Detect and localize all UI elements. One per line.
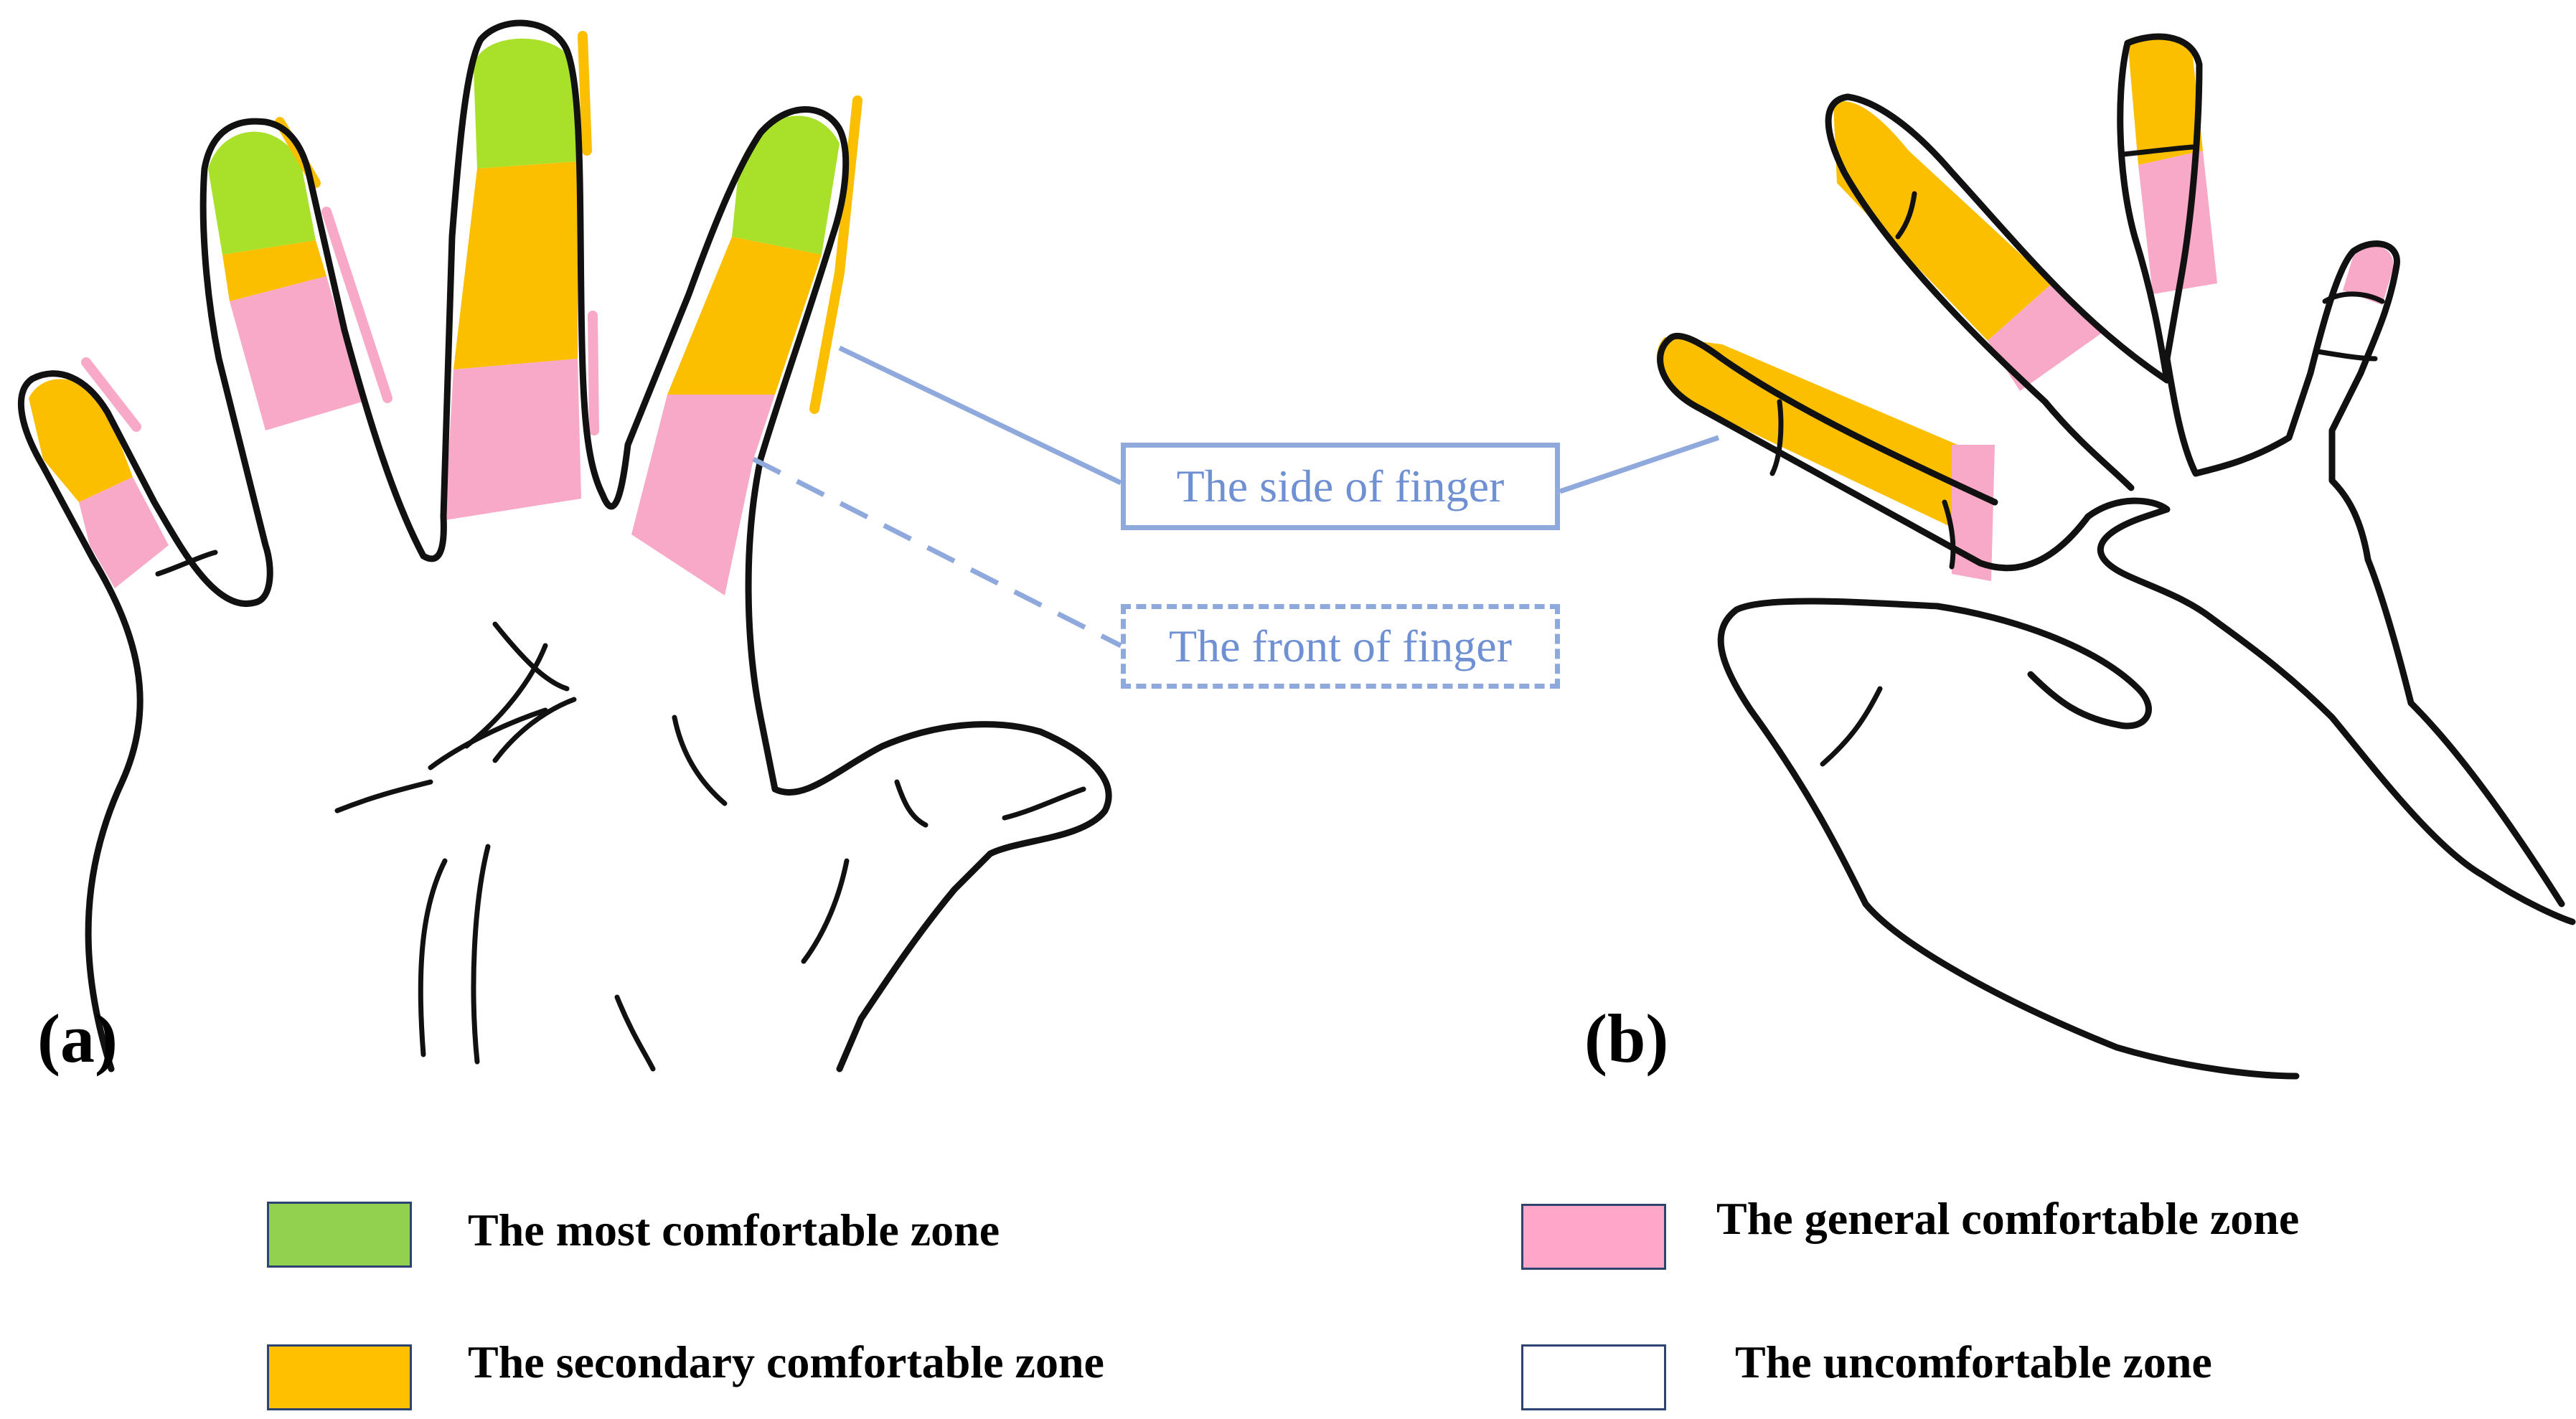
hand-b-outline bbox=[1657, 33, 2576, 1080]
palm-crease bbox=[894, 779, 929, 828]
knuckle-line bbox=[1942, 499, 1956, 570]
callout-side-of-finger: The side of finger bbox=[1121, 443, 1560, 530]
palm-crease bbox=[614, 994, 656, 1072]
zone-secondary bbox=[667, 237, 822, 395]
palm-crease bbox=[672, 715, 728, 806]
hand-b-index-zones bbox=[1656, 337, 1995, 581]
legend-label-secondary: The secondary comfortable zone bbox=[468, 1336, 1104, 1387]
knuckle-line bbox=[1820, 686, 1883, 767]
hand-a-outline bbox=[17, 19, 1112, 1072]
hand-b-middle-zones bbox=[1833, 101, 2106, 391]
zone-secondary bbox=[2128, 34, 2203, 165]
legend-swatch-secondary bbox=[267, 1344, 412, 1410]
knuckle-line bbox=[1769, 399, 1784, 476]
palm-crease bbox=[471, 844, 491, 1065]
zone-general bbox=[2343, 246, 2394, 305]
palm-crease bbox=[464, 643, 548, 749]
connector-side-a bbox=[838, 345, 1122, 486]
zone-general bbox=[79, 477, 169, 588]
panel-label-b: (b) bbox=[1584, 1000, 1669, 1077]
zone-general bbox=[2138, 151, 2217, 294]
side-mark-middle-secondary bbox=[578, 31, 592, 156]
hand-a bbox=[17, 19, 1112, 1072]
zone-general bbox=[1952, 445, 1995, 581]
side-mark-index-secondary bbox=[809, 95, 862, 414]
zone-most bbox=[208, 131, 316, 255]
palm-crease bbox=[492, 621, 570, 692]
legend-swatch-most bbox=[267, 1202, 412, 1268]
legend-label-most: The most comfortable zone bbox=[468, 1204, 1000, 1255]
palm-crease bbox=[418, 858, 448, 1057]
panel-label-a: (a) bbox=[37, 1000, 118, 1077]
connector-side-b bbox=[1559, 435, 1720, 494]
connector-front-a bbox=[752, 456, 1122, 649]
palm-crease bbox=[1002, 786, 1086, 821]
legend-label-uncomfortable: The uncomfortable zone bbox=[1735, 1336, 2212, 1387]
palm-crease bbox=[801, 858, 850, 964]
zone-secondary bbox=[222, 240, 326, 301]
legend-swatch-uncomfortable bbox=[1521, 1344, 1666, 1410]
knuckle-line bbox=[2322, 291, 2385, 304]
callout-front-of-finger: The front of finger bbox=[1121, 604, 1560, 689]
side-mark-pinky bbox=[81, 357, 141, 432]
hand-b-ring-zones bbox=[2128, 34, 2217, 294]
zone-general bbox=[445, 359, 581, 520]
palm-crease bbox=[492, 697, 577, 763]
hand-a-middle-zones bbox=[445, 38, 581, 520]
side-mark-middle-general bbox=[588, 311, 599, 435]
zone-general bbox=[631, 395, 775, 595]
hand-b bbox=[1656, 33, 2576, 1080]
hand-a-ring-zones bbox=[208, 131, 362, 430]
zone-general bbox=[230, 276, 362, 430]
palm-crease bbox=[428, 707, 548, 770]
zone-secondary bbox=[1656, 337, 1966, 527]
legend-label-general: The general comfortable zone bbox=[1716, 1193, 2300, 1244]
knuckle-line bbox=[2315, 349, 2378, 362]
palm-crease bbox=[155, 550, 218, 577]
knuckle-line bbox=[1895, 191, 1917, 240]
zone-secondary bbox=[1833, 101, 2052, 341]
legend-swatch-general bbox=[1521, 1204, 1666, 1270]
hand-a-index-zones bbox=[631, 116, 840, 595]
hand-b-pinky-zones bbox=[2343, 246, 2394, 305]
zone-secondary bbox=[453, 161, 578, 369]
zone-most bbox=[732, 116, 840, 255]
zone-most bbox=[474, 38, 578, 169]
palm-crease bbox=[334, 779, 433, 814]
side-mark-ring-general bbox=[321, 207, 392, 403]
knuckle-line bbox=[2121, 144, 2195, 157]
